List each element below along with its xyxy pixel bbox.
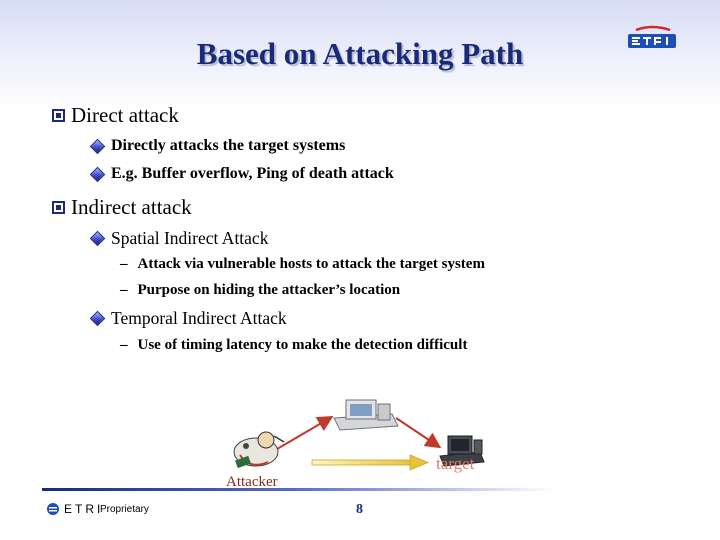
footer-proprietary: Proprietary — [100, 504, 149, 515]
arrow-icon — [271, 415, 334, 453]
computer-icon — [333, 399, 399, 431]
arrow-icon — [311, 454, 430, 471]
bullet-temporal-indirect: Temporal Indirect Attack — [88, 308, 287, 329]
direct-item-text: E.g. Buffer overflow, Ping of death atta… — [111, 165, 394, 182]
slide-title: Based on Attacking Path — [196, 36, 524, 71]
bullet-direct-attack: Direct attack — [52, 103, 179, 128]
bullet-spatial-point-1: – Attack via vulnerable hosts to attack … — [120, 256, 485, 273]
bullet-indirect-attack: Indirect attack — [52, 195, 192, 220]
attacker-label: Attacker — [226, 474, 278, 490]
spatial-point-text: Purpose on hiding the attacker’s locatio… — [137, 282, 401, 298]
direct-item-text: Directly attacks the target systems — [111, 137, 346, 154]
bullet-spatial-indirect: Spatial Indirect Attack — [88, 228, 268, 249]
attacker-icon — [233, 431, 285, 469]
footer-divider — [42, 488, 554, 491]
temporal-heading: Temporal Indirect Attack — [111, 308, 287, 328]
direct-attack-heading: Direct attack — [71, 103, 179, 127]
bullet-direct-item-2: E.g. Buffer overflow, Ping of death atta… — [88, 165, 394, 183]
square-bullet-icon — [52, 109, 65, 122]
square-bullet-icon — [52, 201, 65, 214]
bullet-direct-item-1: Directly attacks the target systems — [88, 137, 345, 155]
bullet-temporal-point-1: – Use of timing latency to make the dete… — [120, 337, 467, 354]
etri-logo-icon — [628, 25, 676, 48]
dash-bullet: – — [120, 256, 128, 272]
indirect-attack-heading: Indirect attack — [71, 195, 192, 219]
arrow-icon — [395, 417, 442, 449]
spatial-point-text: Attack via vulnerable hosts to attack th… — [137, 256, 485, 272]
page-number: 8 — [356, 502, 363, 517]
dash-bullet: – — [120, 282, 128, 298]
dash-bullet: – — [120, 337, 128, 353]
temporal-point-text: Use of timing latency to make the detect… — [137, 337, 468, 353]
computer-icon — [439, 435, 485, 467]
target-label: target — [436, 454, 475, 473]
spatial-heading: Spatial Indirect Attack — [111, 228, 269, 248]
etri-logo-icon — [47, 503, 59, 515]
footer-brand: ETRI — [64, 502, 104, 516]
bullet-spatial-point-2: – Purpose on hiding the attacker’s locat… — [120, 282, 400, 299]
